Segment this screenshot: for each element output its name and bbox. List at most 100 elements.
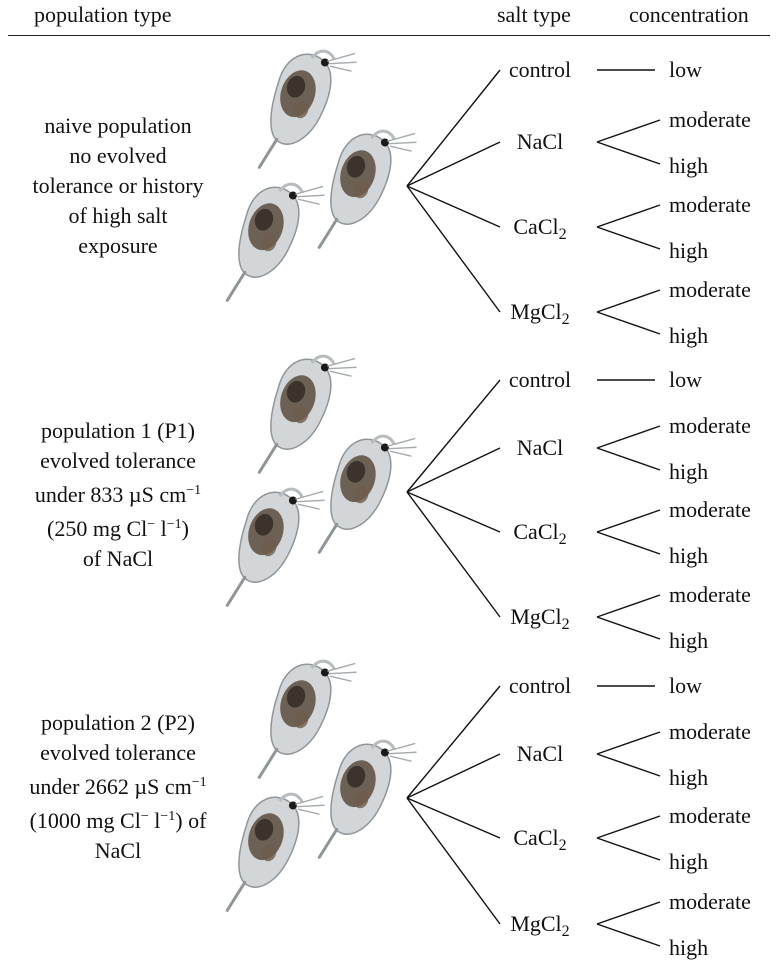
- salt-label: CaCl2: [488, 826, 592, 858]
- hub-connector: [406, 797, 501, 839]
- hub-connector: [406, 491, 501, 618]
- hub-connector: [406, 379, 501, 493]
- daphnia-icon: [317, 739, 417, 859]
- hub-connector: [406, 141, 501, 187]
- salt-label: MgCl2: [488, 912, 592, 944]
- concentration-connector: [596, 616, 661, 640]
- salt-label: NaCl: [488, 130, 592, 154]
- daphnia-icon: [317, 434, 417, 554]
- concentration-label: high: [669, 628, 709, 653]
- salt-subscript: 2: [561, 311, 570, 328]
- group-2-label-text: ): [181, 516, 189, 541]
- salt-label: CaCl2: [488, 520, 592, 552]
- daphnia-icon: [257, 49, 357, 169]
- concentration-connector: [596, 119, 661, 143]
- group-3-label-line: (1000 mg Cl− l−1) of: [0, 802, 236, 836]
- concentration-connector: [596, 509, 661, 533]
- salt-name: MgCl: [510, 911, 562, 936]
- salt-name: CaCl: [513, 825, 559, 850]
- hub-connector: [406, 491, 501, 533]
- concentration-connector: [596, 289, 661, 313]
- concentration-connector: [596, 141, 661, 165]
- concentration-label: high: [669, 238, 709, 263]
- concentration-label: moderate: [669, 803, 751, 828]
- concentration-label: moderate: [669, 582, 751, 607]
- salt-name: MgCl: [510, 299, 562, 324]
- concentration-label: moderate: [669, 107, 751, 132]
- group-2-label: population 1 (P1) evolved tolerance unde…: [0, 416, 236, 574]
- concentration-label: moderate: [669, 889, 751, 914]
- superscript: −: [147, 517, 156, 532]
- concentration-label: low: [669, 367, 702, 392]
- superscript: −1: [186, 483, 202, 498]
- group-2-label-line: under 833 µS cm−1: [0, 476, 236, 510]
- header-population-type: population type: [34, 2, 172, 27]
- salt-label: MgCl2: [488, 605, 592, 637]
- group-2-label-line: evolved tolerance: [40, 448, 196, 473]
- hub-connector: [406, 797, 501, 925]
- group-2-label-text: (250 mg Cl: [47, 516, 148, 541]
- group-1-label-line: exposure: [78, 233, 158, 258]
- concentration-connector: [596, 226, 661, 250]
- salt-name: MgCl: [510, 604, 562, 629]
- concentration-label: moderate: [669, 413, 751, 438]
- concentration-connector: [596, 815, 661, 839]
- salt-name: NaCl: [516, 741, 564, 766]
- salt-name: CaCl: [513, 519, 559, 544]
- superscript: −1: [160, 809, 176, 824]
- salt-label: control: [488, 58, 592, 82]
- salt-label: control: [488, 368, 592, 392]
- salt-name: control: [508, 367, 572, 392]
- group-2-label-text: l: [155, 516, 167, 541]
- superscript: −: [140, 809, 149, 824]
- daphnia-icon: [257, 659, 357, 779]
- concentration-label: moderate: [669, 277, 751, 302]
- concentration-label: high: [669, 459, 709, 484]
- concentration-label: low: [669, 673, 702, 698]
- concentration-connector: [596, 447, 661, 471]
- superscript: −1: [166, 517, 182, 532]
- concentration-label: high: [669, 849, 709, 874]
- salt-subscript: 2: [558, 226, 567, 243]
- group-2-label-line: of NaCl: [82, 546, 154, 571]
- group-3-label-text: ) of: [175, 808, 207, 833]
- superscript: −1: [191, 775, 207, 790]
- group-2-label-line: (250 mg Cl− l−1): [0, 510, 236, 544]
- concentration-label: low: [669, 57, 702, 82]
- concentration-label: high: [669, 153, 709, 178]
- group-3-label-text: (1000 mg Cl: [29, 808, 141, 833]
- concentration-connector: [596, 425, 661, 449]
- hub-connector: [406, 685, 501, 799]
- salt-label: NaCl: [488, 436, 592, 460]
- group-3-label-text: l: [148, 808, 161, 833]
- salt-name: control: [508, 57, 572, 82]
- group-3-label-line: population 2 (P2): [41, 710, 195, 735]
- concentration-connector: [596, 901, 661, 925]
- group-1-label-line: naive population: [44, 113, 192, 138]
- header-concentration: concentration: [629, 2, 749, 27]
- concentration-label: high: [669, 543, 709, 568]
- concentration-label: high: [669, 765, 709, 790]
- salt-label: CaCl2: [488, 215, 592, 247]
- concentration-connector: [596, 731, 661, 755]
- group-1-label-line: tolerance or history: [32, 173, 204, 198]
- salt-name: NaCl: [516, 435, 564, 460]
- group-3-label-line: NaCl: [94, 838, 142, 863]
- group-3-label: population 2 (P2) evolved tolerance unde…: [0, 708, 236, 866]
- group-2-label-text: under 833 µS cm: [34, 482, 187, 507]
- hub-connector: [406, 447, 501, 493]
- salt-label: NaCl: [488, 742, 592, 766]
- concentration-connector: [596, 311, 661, 335]
- salt-name: NaCl: [516, 129, 564, 154]
- hub-connector: [406, 185, 501, 313]
- salt-name: CaCl: [513, 214, 559, 239]
- salt-label: control: [488, 674, 592, 698]
- concentration-connector: [596, 753, 661, 777]
- group-1-label-line: of high salt: [68, 203, 168, 228]
- group-2-label-line: population 1 (P1): [41, 418, 195, 443]
- salt-subscript: 2: [558, 837, 567, 854]
- daphnia-icon: [257, 354, 357, 474]
- header-salt-type: salt type: [497, 2, 571, 27]
- group-1-label-line: no evolved: [69, 143, 167, 168]
- concentration-connector: [596, 531, 661, 555]
